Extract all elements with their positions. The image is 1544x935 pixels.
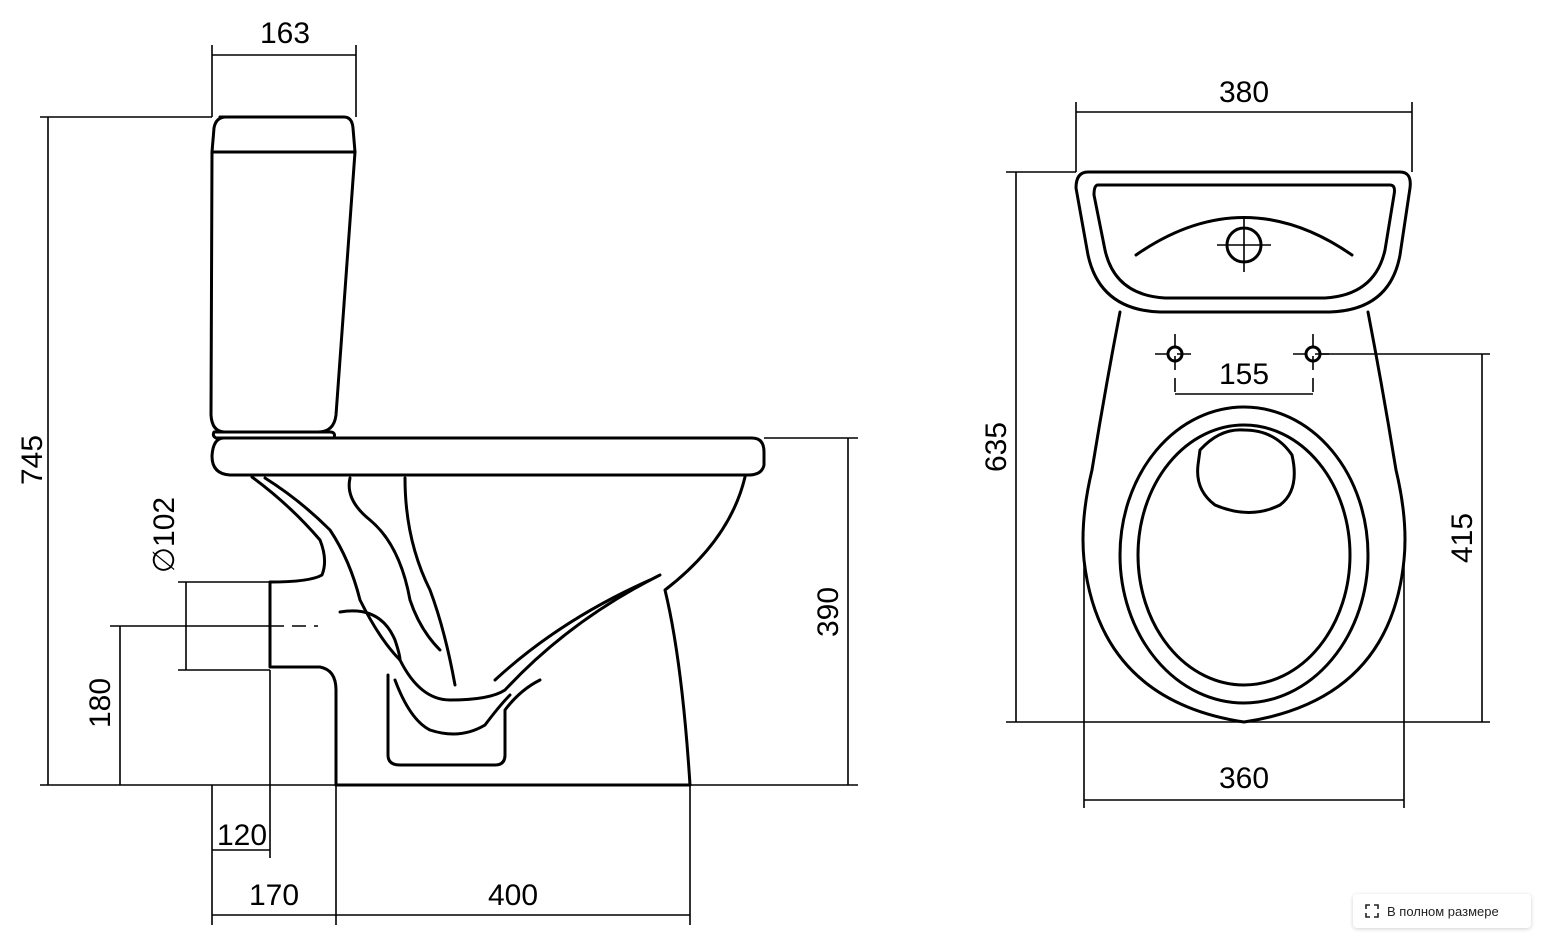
seat-rim bbox=[210, 436, 766, 477]
label-outlet-diameter: ∅102 bbox=[148, 497, 181, 573]
expand-icon bbox=[1365, 904, 1379, 918]
sump bbox=[386, 673, 542, 767]
label-outlet-height: 180 bbox=[84, 678, 117, 728]
dim-line-base-length bbox=[336, 785, 691, 925]
label-bowl-width: 360 bbox=[1219, 762, 1269, 795]
label-total-height: 745 bbox=[16, 435, 49, 485]
label-hinge-spacing: 155 bbox=[1219, 358, 1269, 391]
flush-arc bbox=[1134, 216, 1354, 257]
label-outlet-offset: 170 bbox=[249, 879, 299, 912]
top-view: 380 635 155 415 360 bbox=[980, 76, 1490, 808]
label-tank-width: 380 bbox=[1219, 76, 1269, 109]
label-bowl-length: 415 bbox=[1446, 513, 1479, 563]
dim-line-seat-height bbox=[690, 437, 858, 786]
label-seat-height: 390 bbox=[812, 587, 845, 637]
cistern-lid bbox=[210, 115, 357, 154]
rear-trap-outline bbox=[250, 475, 338, 787]
bowl-front bbox=[663, 475, 747, 787]
fullsize-button[interactable]: В полном размере bbox=[1353, 894, 1531, 928]
side-view: 163 745 ∅102 180 390 120 170 400 bbox=[16, 17, 858, 925]
dim-line-total-length bbox=[1006, 171, 1244, 723]
label-tank-depth: 163 bbox=[260, 17, 310, 50]
dim-line-wall-offset bbox=[211, 670, 271, 858]
water-spot-rim bbox=[1224, 429, 1264, 433]
dim-line-bowl-width bbox=[1083, 560, 1405, 808]
water-spot bbox=[1196, 428, 1296, 514]
cistern-top-inner bbox=[1092, 183, 1396, 300]
label-base-length: 400 bbox=[488, 879, 538, 912]
dim-line-bowl-length bbox=[1244, 353, 1490, 723]
trapway-outer bbox=[347, 476, 442, 652]
dim-line-total-height bbox=[40, 116, 336, 786]
trap-channel bbox=[403, 476, 457, 687]
label-wall-offset: 120 bbox=[217, 819, 267, 852]
cistern-top bbox=[1074, 170, 1412, 314]
hinge-cross-left bbox=[1155, 334, 1195, 398]
trapway-inner bbox=[263, 476, 662, 702]
cistern-body bbox=[209, 150, 357, 434]
label-total-length: 635 bbox=[980, 422, 1013, 472]
seat-ring-inner bbox=[1136, 423, 1352, 687]
fullsize-button-label: В полном размере bbox=[1387, 903, 1499, 919]
dim-line-tank-depth bbox=[211, 45, 357, 117]
flush-button-cross bbox=[1217, 218, 1271, 272]
outlet-arc bbox=[338, 609, 402, 662]
bowl-wall-detail bbox=[493, 578, 652, 682]
dim-line-tank-width bbox=[1075, 102, 1413, 172]
hinge-cross-right bbox=[1293, 334, 1333, 398]
dim-line-outlet-height bbox=[110, 625, 270, 785]
seat-ring-outer bbox=[1118, 405, 1370, 705]
sump-inner bbox=[393, 678, 512, 736]
dim-line-outlet-offset bbox=[211, 785, 337, 925]
